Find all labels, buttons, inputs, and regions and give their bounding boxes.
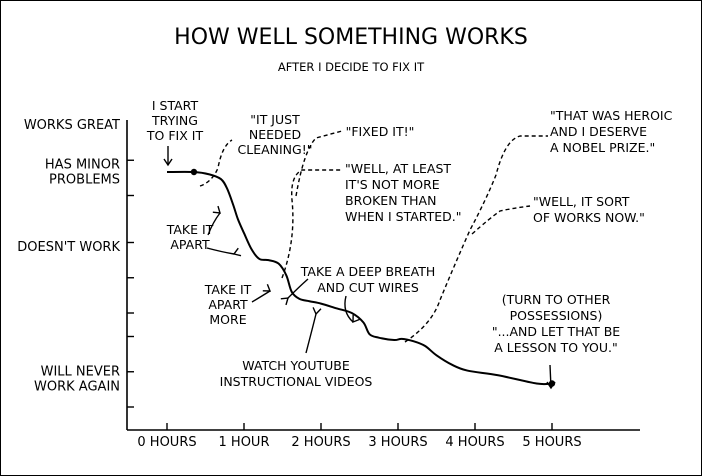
x-ticks bbox=[166, 423, 553, 430]
x-tick-label: 1 HOUR bbox=[219, 435, 270, 450]
x-tick-label: 3 HOURS bbox=[368, 435, 427, 450]
arrow-head bbox=[232, 247, 242, 257]
x-tick-label: 2 HOURS bbox=[291, 435, 350, 450]
x-tick-label: 4 HOURS bbox=[445, 435, 504, 450]
arrow-head bbox=[352, 314, 360, 324]
chart-title: HOW WELL SOMETHING WORKS bbox=[174, 25, 528, 50]
arrow-head bbox=[546, 381, 556, 390]
arrow-head bbox=[312, 307, 322, 316]
arrow-head bbox=[163, 158, 173, 167]
arrow-head bbox=[280, 297, 289, 306]
y-tick-label: DOESN'T WORK bbox=[17, 240, 120, 255]
leader-line bbox=[287, 278, 309, 299]
dashed-leader bbox=[471, 205, 531, 235]
leader-line bbox=[344, 295, 354, 323]
dashed-leader bbox=[281, 169, 342, 279]
leader-line bbox=[549, 364, 552, 389]
data-marker bbox=[190, 168, 198, 176]
dashed-leader bbox=[404, 135, 548, 343]
arrow-head bbox=[262, 284, 272, 292]
x-tick-labels: 0 HOURS 1 HOUR 2 HOURS 3 HOURS 4 HOURS 5 HOUR… bbox=[137, 435, 581, 450]
chart-subtitle: AFTER I DECIDE TO FIX IT bbox=[278, 60, 425, 74]
leader-lines bbox=[163, 130, 556, 390]
leader-line bbox=[206, 247, 235, 255]
x-tick-label: 0 HOURS bbox=[137, 435, 196, 450]
leader-line bbox=[207, 212, 221, 236]
dashed-leader bbox=[199, 139, 233, 187]
y-ticks bbox=[127, 159, 134, 408]
leader-line bbox=[305, 313, 317, 354]
dashed-leader bbox=[295, 130, 343, 197]
quote: "FIXED IT!" bbox=[346, 124, 415, 139]
x-tick-label: 5 HOURS bbox=[522, 435, 581, 450]
arrow-head bbox=[212, 205, 221, 214]
y-tick-label: WORKS GREAT bbox=[24, 118, 120, 133]
series-line bbox=[166, 170, 553, 386]
leader-line bbox=[251, 290, 271, 303]
